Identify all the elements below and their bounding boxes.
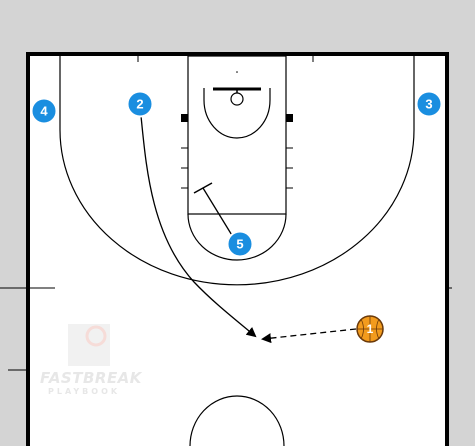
three-point-line [59, 56, 415, 286]
svg-text:5: 5 [236, 237, 243, 252]
free-throw-circle [187, 213, 287, 261]
watermark-logo: FASTBREAK PLAYBOOK [40, 324, 143, 396]
cut-path-player-2 [140, 115, 257, 338]
watermark-ball [85, 325, 107, 347]
player-1-with-ball[interactable]: 1 [356, 315, 384, 343]
player-5[interactable]: 5 [226, 230, 254, 258]
svg-text:1: 1 [367, 322, 374, 336]
svg-text:3: 3 [425, 97, 432, 112]
svg-text:2: 2 [136, 97, 143, 112]
restricted-area-arc [203, 88, 271, 139]
court-dot [236, 71, 238, 73]
watermark-brand: FASTBREAK [40, 369, 143, 387]
center-circle [189, 395, 285, 446]
player-2[interactable]: 2 [126, 90, 154, 118]
rim [230, 92, 244, 106]
screen-player-5 [193, 182, 234, 238]
court-boundary [26, 52, 449, 446]
player-4[interactable]: 4 [30, 97, 58, 125]
lane-hash-marks [181, 114, 293, 189]
svg-text:4: 4 [40, 104, 48, 119]
watermark-sub: PLAYBOOK [48, 387, 120, 396]
player-3[interactable]: 3 [415, 90, 443, 118]
pass-line-player-1 [261, 328, 357, 344]
